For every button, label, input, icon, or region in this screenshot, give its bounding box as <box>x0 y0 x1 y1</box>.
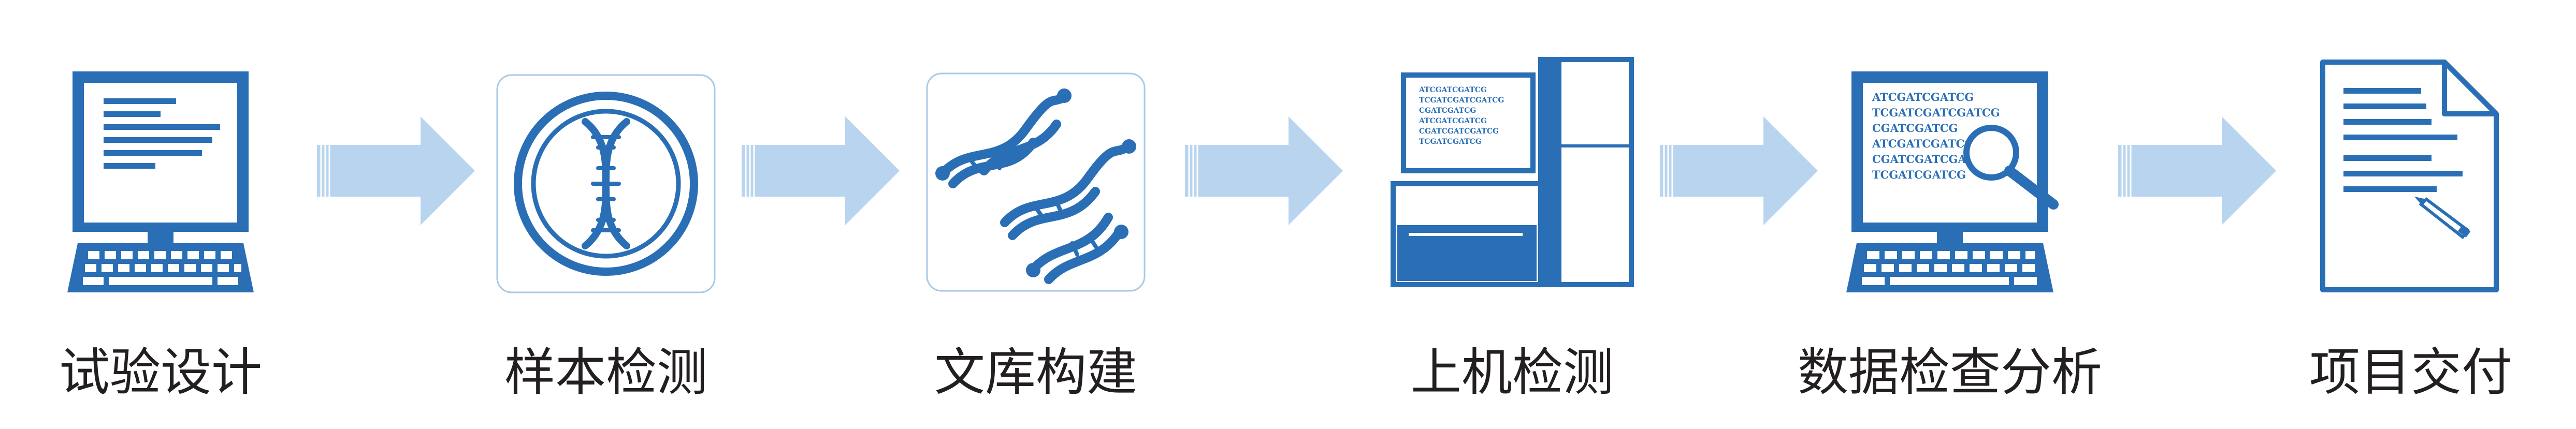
step-label: 上机检测 <box>1410 343 1614 402</box>
step-sample-testing: 样本检测 <box>492 0 720 429</box>
document-pen-icon <box>2320 60 2499 292</box>
step-label: 项目交付 <box>2309 343 2512 402</box>
sequence-line: CGATCGATCGATCG <box>1419 127 1499 136</box>
sequence-line: TCGATCGATCG <box>1419 138 1482 146</box>
arrow-right-icon <box>1185 116 1343 225</box>
pen-icon <box>2414 197 2471 240</box>
sequence-text: ATCGATCGATCG TCGATCGATCGATCG CGATCGATCG … <box>1419 86 1504 146</box>
step-experiment-design: 试验设计 <box>47 0 274 429</box>
arrow-right-icon <box>317 116 475 225</box>
magnifier-icon <box>1963 125 2059 210</box>
sequence-line: ATCGATCGATCG <box>1872 137 1974 150</box>
arrow-right-icon <box>2118 116 2276 225</box>
sequence-line: CGATCGATCG <box>1419 107 1476 115</box>
sequence-line: CGATCGATCG <box>1872 122 1958 135</box>
step-library-construction: 文库构建 <box>922 0 1150 429</box>
dna-strands-icon <box>926 72 1146 292</box>
dna-circle-icon <box>496 74 716 293</box>
computer-magnifier-icon: ATCGATCGATCG TCGATCGATCGATCG CGATCGATCG … <box>1846 71 2059 292</box>
computer-document-icon <box>67 71 254 292</box>
step-project-delivery: 项目交付 <box>2294 0 2527 429</box>
sequence-line: ATCGATCGATCG <box>1872 91 1974 103</box>
step-label: 试验设计 <box>59 343 262 402</box>
arrow-right-icon <box>1660 116 1818 225</box>
sequence-line: TCGATCGATCGATCG <box>1419 96 1504 105</box>
step-label: 数据检查分析 <box>1797 343 2102 402</box>
sequence-line: ATCGATCGATCG <box>1419 117 1487 125</box>
step-label: 文库构建 <box>934 343 1137 402</box>
step-data-analysis: ATCGATCGATCG TCGATCGATCGATCG CGATCGATCG … <box>1794 0 2105 429</box>
sequence-line: TCGATCGATCG <box>1872 168 1966 181</box>
sequence-line: ATCGATCGATCG <box>1419 86 1487 94</box>
arrow-right-icon <box>742 116 900 225</box>
step-label: 样本检测 <box>504 343 707 402</box>
step-sequencing: ATCGATCGATCG TCGATCGATCGATCG CGATCGATCG … <box>1378 0 1647 429</box>
sequence-line: TCGATCGATCGATCG <box>1872 106 2000 119</box>
sequencer-machine-icon: ATCGATCGATCG TCGATCGATCGATCG CGATCGATCG … <box>1391 57 1634 287</box>
